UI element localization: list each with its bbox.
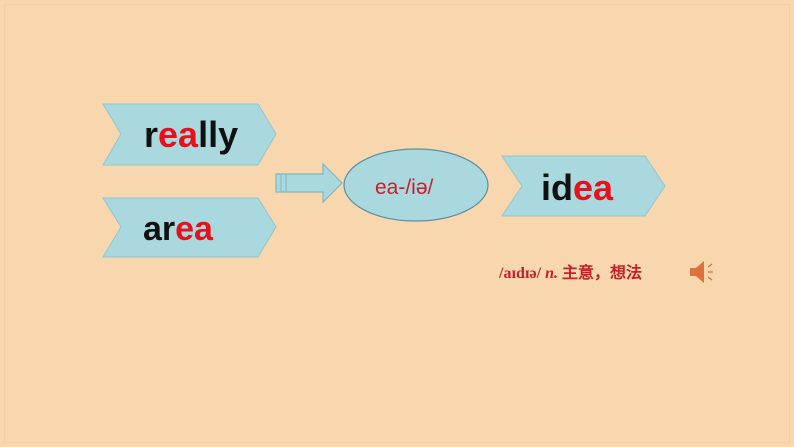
word-idea-pre: id [541, 167, 573, 208]
part-of-speech: n. [545, 265, 558, 282]
speaker-icon[interactable] [688, 258, 720, 286]
word-really-pre: r [144, 114, 159, 155]
word-idea-highlight: ea [573, 167, 614, 208]
right-arrow-icon [275, 162, 343, 204]
banner-really [102, 103, 277, 166]
word-area: area [143, 212, 213, 246]
word-area-highlight: ea [175, 210, 213, 248]
banner-idea [501, 155, 666, 217]
sound-ellipse [343, 148, 489, 222]
banner-area [102, 197, 277, 258]
sound-label: ea-/iə/ [375, 176, 434, 199]
word-really-post: lly [198, 114, 239, 155]
phonetic: /aɪdɪə/ [499, 265, 542, 282]
word-idea: idea [541, 170, 613, 206]
word-really-highlight: ea [158, 114, 199, 155]
word-area-pre: ar [143, 210, 176, 248]
meaning: 主意，想法 [562, 265, 643, 282]
definition: /aɪdɪə/ n. 主意，想法 [499, 259, 642, 283]
word-really: really [144, 117, 238, 153]
